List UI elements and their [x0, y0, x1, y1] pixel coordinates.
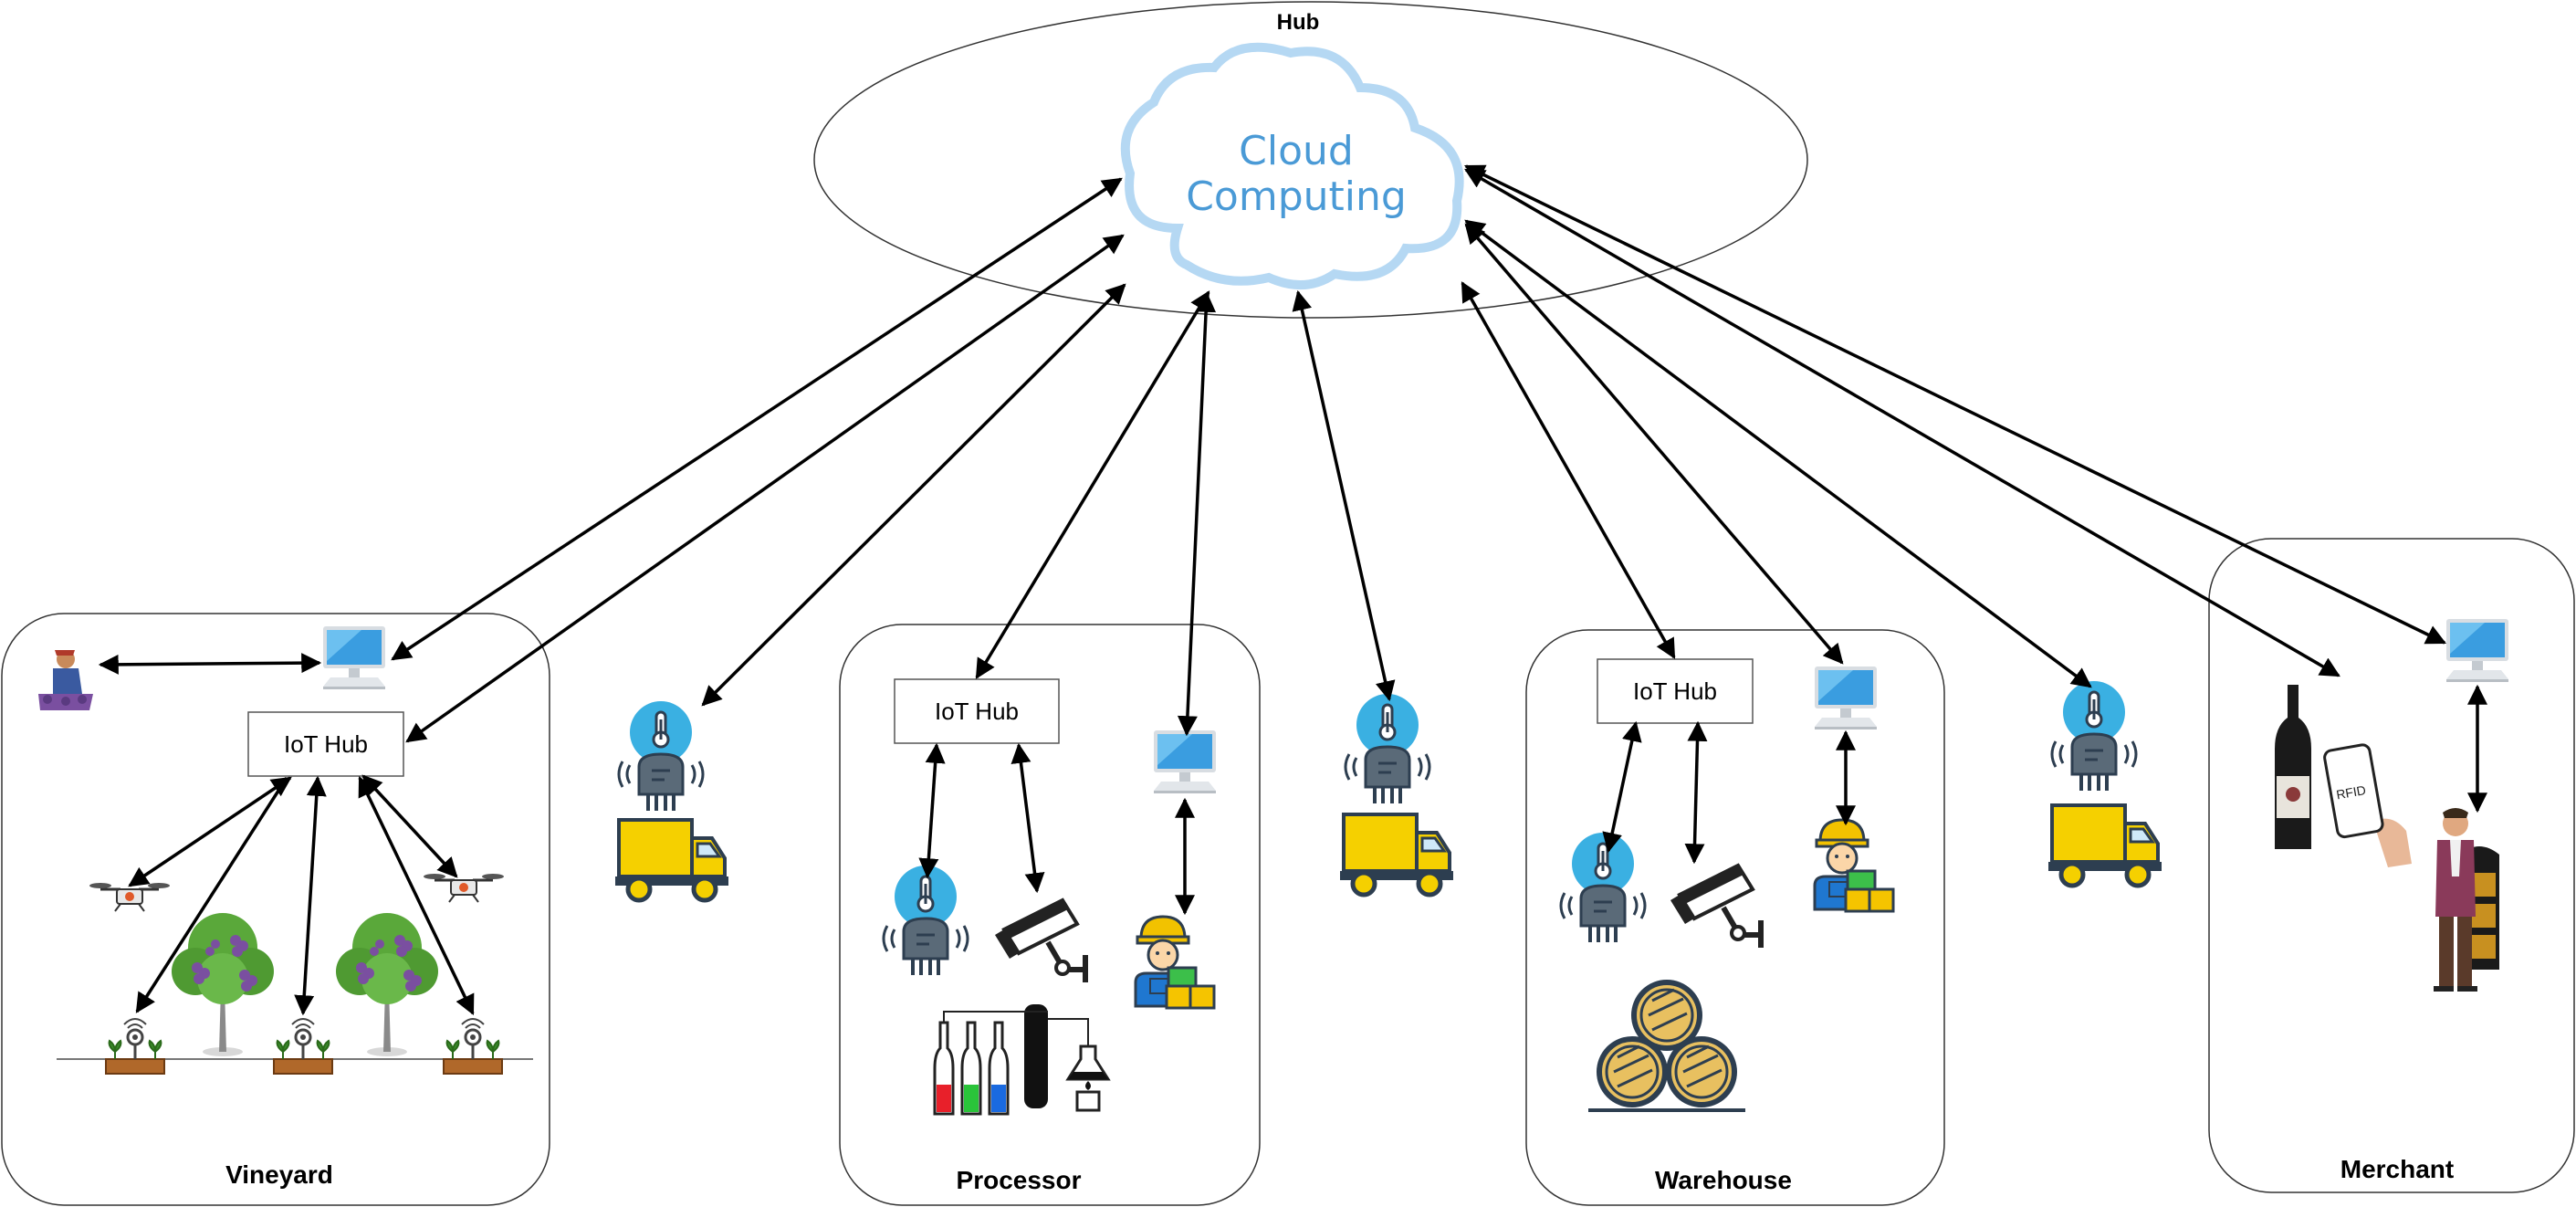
warehouse-sensor-icon	[1559, 831, 1647, 944]
processor-computer-monitor-icon	[1154, 730, 1216, 793]
local-connections	[98, 653, 2487, 1016]
warehouse-security-camera-icon	[1670, 866, 1764, 948]
arrow-farmer-monitor	[98, 653, 322, 675]
vineyard-box	[1, 613, 550, 1206]
transport-sensor-3-icon	[2050, 679, 2138, 792]
arrow-cloud-warehouse-monitor	[1464, 223, 1844, 665]
arrow-cloud-vineyard-monitor	[391, 177, 1123, 661]
arrow-cloud-transport-2	[1292, 289, 1396, 702]
soil-sensor-left-icon	[104, 1017, 166, 1076]
warehouse-computer-monitor-icon	[1815, 666, 1877, 729]
hub-label: Hub	[1277, 10, 1320, 35]
arrow-cloud-processor-hub	[975, 290, 1210, 679]
transport-sensor-2-icon	[1344, 692, 1431, 805]
warehouse-iot-hub: IoT Hub	[1597, 658, 1754, 724]
vineyard-drone-left-icon	[88, 881, 172, 913]
cloud-label-line1: Cloud	[1239, 128, 1354, 174]
vineyard-label: Vineyard	[225, 1160, 333, 1189]
transport-sensor-1-icon	[617, 699, 705, 813]
arrow-cloud-processor-monitor	[1177, 291, 1217, 737]
processor-iot-hub: IoT Hub	[894, 678, 1060, 744]
arrow-processor-hub-camera	[1011, 742, 1045, 894]
merchant-person-icon	[2434, 808, 2477, 992]
delivery-truck-3-icon	[2048, 805, 2162, 886]
arrow-cloud-warehouse-hub	[1461, 281, 1676, 659]
processor-iot-hub-label: IoT Hub	[935, 698, 1019, 725]
warehouse-iot-hub-label: IoT Hub	[1633, 677, 1717, 705]
wine-lab-equipment-icon	[933, 1004, 1111, 1116]
rfid-phone-icon: RFID	[2323, 743, 2412, 867]
cloud-label-line2: Computing	[1186, 173, 1407, 220]
arrow-cloud-merchant-phone	[1464, 168, 2340, 677]
farmer-icon	[38, 650, 93, 710]
soil-sensor-right-icon	[442, 1017, 504, 1076]
arrow-processor-hub-sensor	[918, 742, 946, 879]
cloud-icon: Cloud Computing	[1120, 42, 1464, 290]
vineyard-computer-monitor-icon	[323, 626, 385, 689]
merchant-computer-monitor-icon	[2446, 619, 2508, 682]
rfid-label: RFID	[2335, 782, 2367, 802]
delivery-truck-1-icon	[615, 820, 728, 900]
vineyard-iot-hub: IoT Hub	[247, 711, 404, 777]
arrow-hub-drone-left	[128, 776, 292, 887]
arrow-cloud-merchant-monitor	[1464, 164, 2446, 645]
processor-security-camera-icon	[995, 900, 1088, 982]
wine-barrels-icon	[1588, 980, 1745, 1112]
arrow-hub-soil-left	[135, 777, 288, 1013]
grapevine-tree-right-icon	[336, 913, 438, 1056]
warehouse-label: Warehouse	[1655, 1166, 1792, 1194]
arrow-warehouse-hub-camera	[1684, 720, 1708, 865]
arrow-hub-drone-right	[361, 774, 458, 878]
wine-bottle-icon	[2275, 685, 2311, 849]
warehouse-worker-icon	[1813, 818, 1895, 913]
arrow-hub-soil-middle	[294, 775, 327, 1016]
arrow-cloud-vineyard-hub	[405, 234, 1125, 743]
processor-sensor-icon	[882, 864, 969, 977]
processor-worker-icon	[1134, 915, 1216, 1010]
cloud-connections	[391, 164, 2446, 743]
soil-sensor-middle-icon	[272, 1017, 334, 1076]
arrow-warehouse-hub-sensor	[1602, 720, 1642, 854]
merchant-label: Merchant	[2340, 1155, 2454, 1183]
arrow-cloud-transport-1	[701, 283, 1126, 707]
delivery-truck-2-icon	[1340, 814, 1453, 895]
processor-label: Processor	[957, 1166, 1082, 1194]
vineyard-drone-right-icon	[422, 872, 506, 904]
vineyard-iot-hub-label: IoT Hub	[284, 730, 368, 758]
